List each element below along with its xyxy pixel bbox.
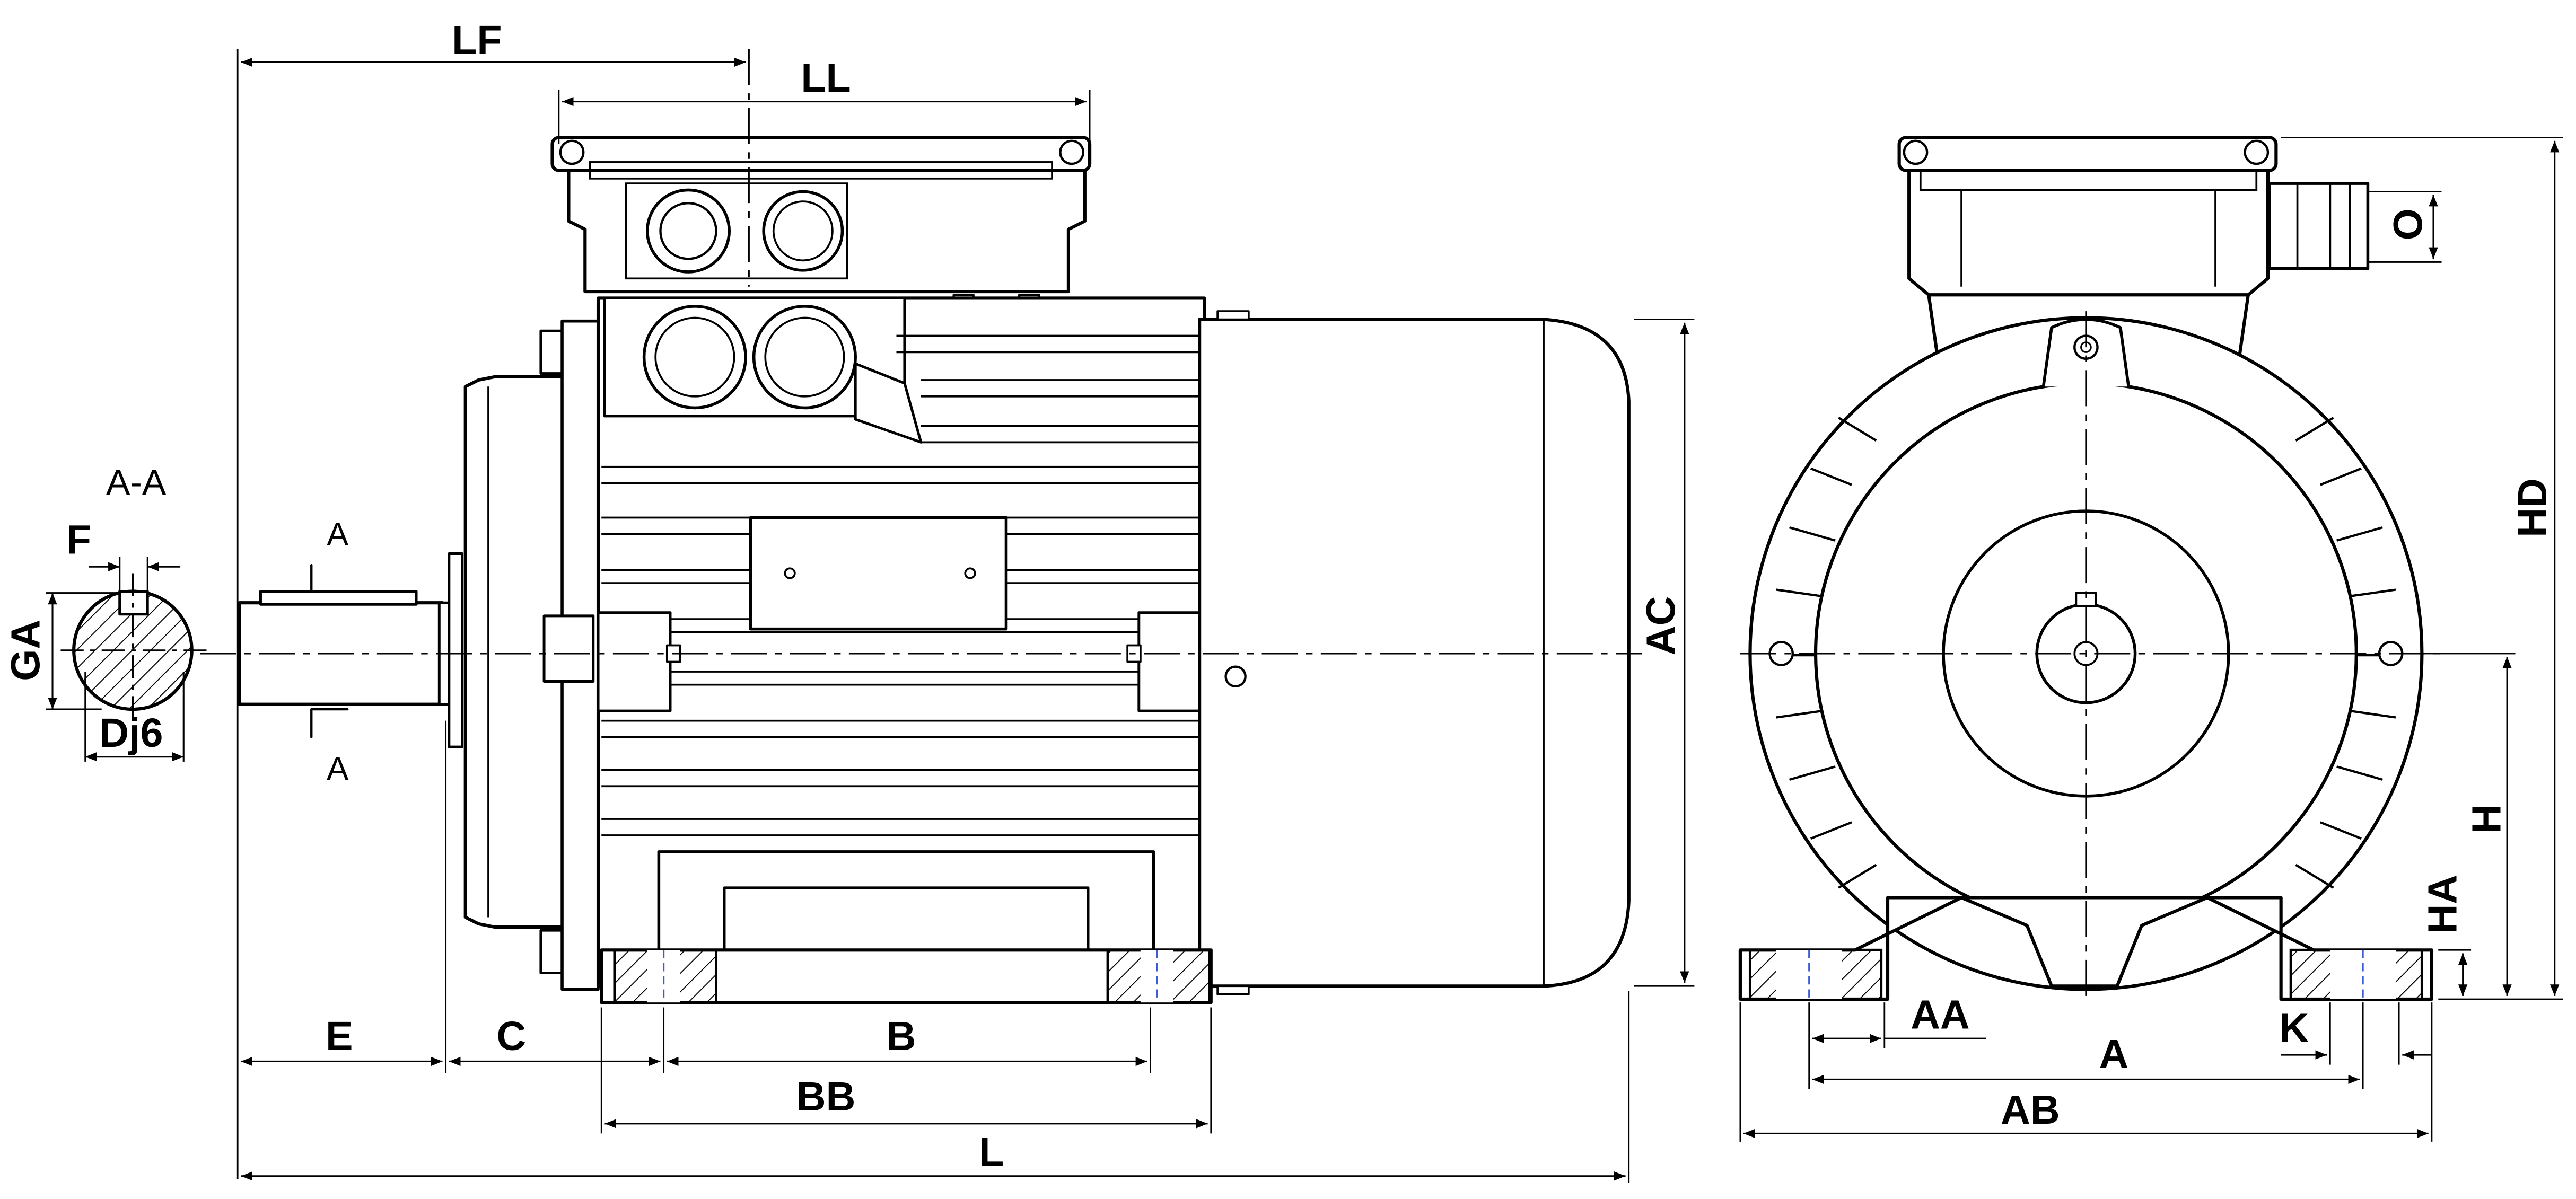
dim-label-ab: AB (2001, 1087, 2060, 1133)
shaft-keyway (259, 590, 418, 606)
section-caption: A-A (106, 462, 167, 502)
dim-label-c: C (496, 1013, 526, 1059)
cable-gland-front (2268, 182, 2370, 270)
dim-label-b: B (887, 1013, 916, 1059)
dim-label-e: E (326, 1013, 353, 1059)
dim-label-ac: AC (1638, 596, 1684, 656)
section-marker-top: A (327, 516, 349, 553)
dim-label-l: L (979, 1130, 1004, 1175)
mounting-foot (600, 850, 1213, 1004)
cable-entry-plug (762, 190, 844, 272)
terminal-box (550, 136, 1092, 319)
shaft-section-view: A-A F GA Dj6 (3, 462, 208, 762)
nameplate (749, 516, 1008, 631)
dim-label-lf: LF (452, 17, 502, 63)
motor-side-view: A A (200, 49, 1642, 1004)
dim-label-ll: LL (801, 55, 851, 101)
dim-label-f: F (66, 517, 91, 562)
dim-label-a: A (2099, 1032, 2129, 1077)
dim-label-ha: HA (2420, 875, 2465, 934)
terminal-box-front (1897, 136, 2278, 172)
side-view-dimensions: LF LL AC E C B BB L (236, 17, 1695, 1183)
dim-label-o: O (2385, 208, 2431, 240)
dim-label-aa: AA (1911, 992, 1970, 1038)
dim-label-h: H (2464, 804, 2510, 834)
dim-label-ga: GA (3, 620, 48, 681)
dim-label-hd: HD (2510, 478, 2555, 537)
section-marker-bottom: A (327, 751, 349, 787)
motor-front-view (1738, 136, 2445, 1001)
dim-label-dj6: Dj6 (99, 710, 163, 756)
dim-label-bb: BB (796, 1074, 856, 1119)
front-view-dimensions: HD O H HA AA A K AB (1739, 137, 2563, 1142)
dim-label-k: K (2279, 1005, 2309, 1051)
shaft-key (118, 590, 149, 616)
radial-fins (1773, 417, 2399, 889)
